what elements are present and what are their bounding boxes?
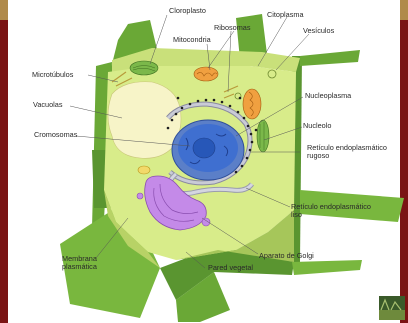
label-nucleoplasma: Nucleoplasma <box>305 92 351 100</box>
label-vacuolas: Vacuolas <box>33 101 62 109</box>
label-citoplasma: Citoplasma <box>267 11 304 19</box>
mitochondria-right <box>243 89 261 119</box>
label-nucleolo: Nucleolo <box>303 122 331 130</box>
label-microtubulos: Microtúbulos <box>32 71 73 79</box>
label-reticulo-liso-line2: liso <box>291 211 371 219</box>
label-reticulo-rugoso-line2: rugoso <box>307 152 387 160</box>
label-reticulo-liso: Retículo endoplasmático liso <box>291 203 371 219</box>
label-cloroplasto: Cloroplasto <box>169 7 206 15</box>
label-aparato-golgi: Aparato de Golgi <box>259 252 314 260</box>
label-reticulo-liso-line1: Retículo endoplasmático <box>291 203 371 211</box>
label-vesiculos: Vesículos <box>303 27 334 35</box>
corner-thumbnail <box>379 296 405 320</box>
label-cromosomas: Cromosomas <box>34 131 77 139</box>
nucleolus <box>193 138 215 158</box>
label-reticulo-rugoso: Retículo endoplasmático rugoso <box>307 144 387 160</box>
vacuole <box>108 82 181 159</box>
label-mitocondria: Mitocondria <box>173 36 211 44</box>
chloroplast-right <box>257 120 269 152</box>
label-membrana: Membrana plasmática <box>62 255 97 271</box>
vesicle <box>268 70 276 78</box>
label-pared-vegetal: Pared vegetal <box>208 264 253 272</box>
label-membrana-line2: plasmática <box>62 263 97 271</box>
label-ribosomas: Ribosomas <box>214 24 251 32</box>
